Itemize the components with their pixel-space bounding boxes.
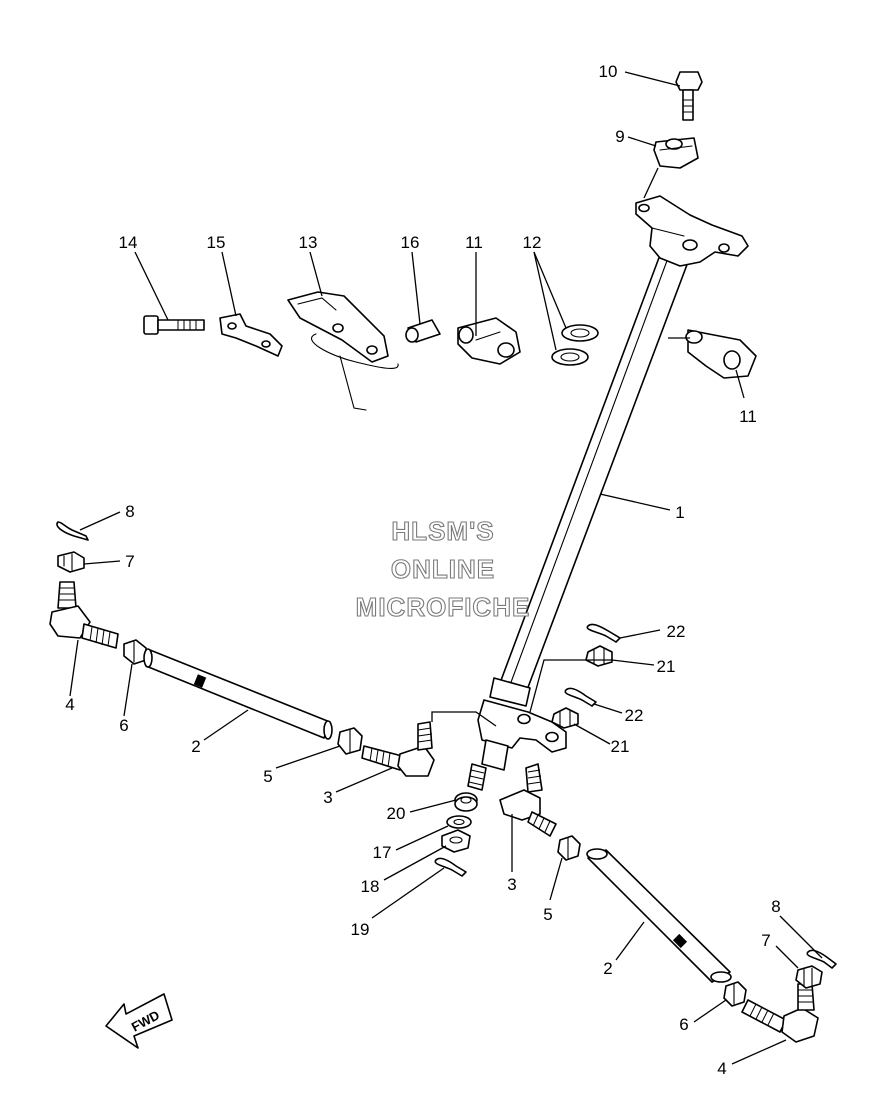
- tie-rod-end-part-3-right: [499, 763, 557, 837]
- cotter-pin-part-8-right: [806, 949, 837, 969]
- tie-rod-end-part-3-left: [361, 721, 435, 777]
- watermark: HLSM'S ONLINE MICROFICHE: [355, 515, 531, 622]
- callout-10: 10: [599, 62, 618, 81]
- spacer-part-16: [405, 319, 441, 343]
- callout-3-left: 3: [323, 788, 332, 807]
- callout-2-right: 2: [603, 959, 612, 978]
- callout-21-lower: 21: [611, 737, 630, 756]
- tie-rod-end-part-4-right: [741, 983, 819, 1043]
- callout-19: 19: [351, 920, 370, 939]
- callout-12: 12: [523, 233, 542, 252]
- watermark-line-3: MICROFICHE: [356, 592, 531, 622]
- callout-15: 15: [207, 233, 226, 252]
- watermark-line-1: HLSM'S: [391, 516, 494, 546]
- callout-20: 20: [387, 804, 406, 823]
- lock-nut-part-6-left: [123, 639, 147, 665]
- callout-3-right: 3: [507, 875, 516, 894]
- plate-part-15: [219, 313, 283, 357]
- bolt-part-14: [143, 315, 205, 335]
- cotter-pin-part-22-upper: [586, 623, 621, 643]
- cotter-pin-part-19: [434, 857, 467, 877]
- castle-nut-part-7-right: [795, 965, 823, 989]
- tie-rod-part-2-left: [143, 648, 333, 740]
- lock-nut-part-5-right: [557, 835, 581, 861]
- callout-13: 13: [299, 233, 318, 252]
- washer-part-17: [446, 815, 472, 829]
- callout-22-upper: 22: [667, 622, 686, 641]
- bolt-part-10: [675, 71, 703, 121]
- callout-14: 14: [119, 233, 138, 252]
- castle-nut-part-18: [441, 829, 471, 853]
- castle-nut-part-21-lower: [551, 707, 579, 729]
- washers-part-12: [551, 324, 599, 366]
- callout-8-left: 8: [125, 502, 134, 521]
- callout-21-upper: 21: [657, 657, 676, 676]
- callout-9: 9: [615, 127, 624, 146]
- callout-17: 17: [373, 843, 392, 862]
- clamp-part-9: [653, 137, 699, 169]
- washer-part-20: [454, 792, 478, 812]
- callout-1: 1: [675, 503, 684, 522]
- leader-lines: [69, 71, 823, 1065]
- watermark-line-2: ONLINE: [391, 554, 495, 584]
- callout-7-left: 7: [125, 552, 134, 571]
- callout-7-right: 7: [761, 931, 770, 950]
- callout-16: 16: [401, 233, 420, 252]
- callout-11-right: 11: [739, 407, 757, 426]
- forward-direction-arrow: FWD: [105, 993, 173, 1049]
- callout-4-left: 4: [65, 695, 74, 714]
- bushing-clamp-part-11-right: [685, 329, 757, 379]
- callout-labels: 10 9 14 15 13 16 11 12 11 1 8 7 4 6 2 5 …: [65, 62, 780, 1078]
- lock-nut-part-6-right: [723, 981, 747, 1007]
- bushing-clamp-part-11-middle: [457, 317, 521, 365]
- callout-4-right: 4: [717, 1059, 726, 1078]
- cotter-pin-part-8-left: [56, 521, 89, 541]
- callout-5-right: 5: [543, 905, 552, 924]
- castle-nut-part-21-upper: [585, 645, 613, 667]
- callout-5-left: 5: [263, 767, 272, 786]
- callout-6-left: 6: [119, 716, 128, 735]
- callout-22-lower: 22: [625, 706, 644, 725]
- callout-8-right: 8: [771, 897, 780, 916]
- callout-11-middle: 11: [465, 233, 483, 252]
- tie-rod-end-part-4-left: [49, 581, 119, 649]
- callout-2-left: 2: [191, 737, 200, 756]
- steering-shaft-part: [467, 195, 749, 791]
- lock-nut-part-5-left: [337, 727, 363, 755]
- castle-nut-part-7-left: [57, 551, 85, 573]
- cotter-pin-part-22-lower: [564, 687, 597, 707]
- tie-rod-part-2-right: [586, 848, 732, 983]
- callout-18: 18: [361, 877, 380, 896]
- bracket-part-13: [287, 291, 399, 411]
- callout-6-right: 6: [679, 1015, 688, 1034]
